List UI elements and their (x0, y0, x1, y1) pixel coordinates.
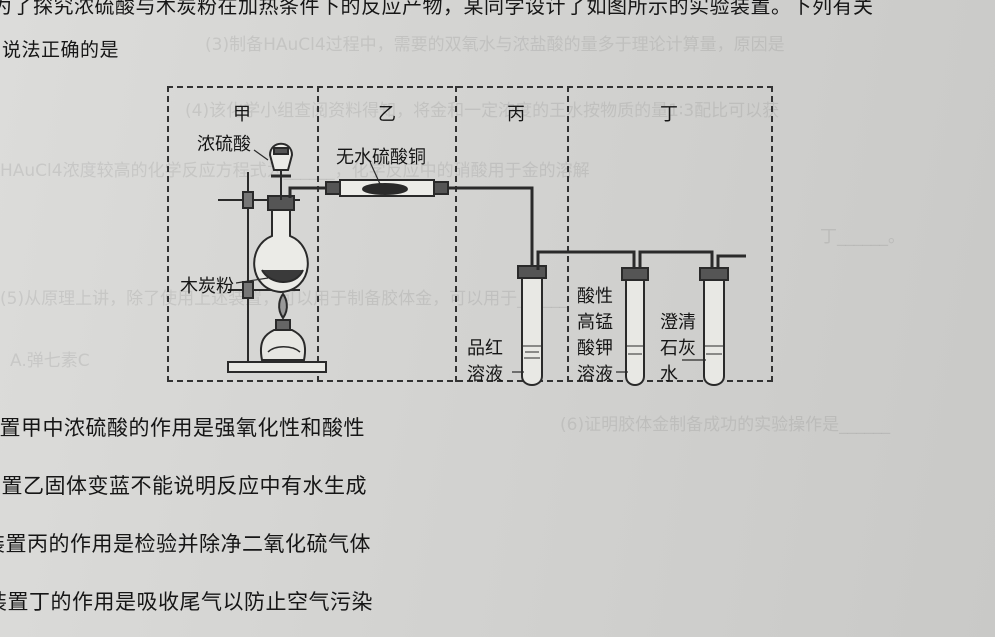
section-jia: 甲 (233, 104, 251, 125)
section-ding: 丁 (660, 104, 678, 125)
label-conc-sulfuric-acid: 浓硫酸 (197, 134, 251, 155)
iron-stand (218, 172, 327, 373)
drying-tube (325, 179, 449, 197)
label-kmno4-1: 酸性 (577, 286, 613, 307)
bleed-text-3: HAuCl4浓度较高的化学反应方程式为______，化学反应中的硝酸用于金的溶解 (0, 161, 590, 181)
label-kmno4-2: 高锰 (577, 312, 613, 333)
test-tube-limewater (699, 267, 729, 386)
question-stem-line-2: 说法正确的是 (2, 39, 120, 61)
bleed-text-2: (4)该化学小组查阅资料得知，将金和一定浓度的王水按物质的量1∶3配比可以获 (185, 101, 780, 121)
section-yi: 乙 (378, 104, 396, 125)
separatory-funnel (268, 142, 294, 200)
label-pinhong-1: 品红 (467, 338, 503, 359)
option-a: 装置甲中浓硫酸的作用是强氧化性和酸性 (0, 416, 365, 440)
label-charcoal-powder: 木炭粉 (180, 276, 234, 297)
label-limewater-1: 澄清 (660, 312, 696, 333)
label-kmno4-3: 酸钾 (577, 338, 613, 359)
round-bottom-flask (253, 195, 309, 294)
label-limewater-3: 水 (660, 364, 678, 385)
test-tube-pinhong (517, 265, 547, 386)
divider-2 (455, 86, 457, 382)
option-c: 装置丙的作用是检验并除净二氧化硫气体 (0, 532, 371, 556)
alcohol-lamp (260, 292, 306, 361)
label-kmno4-4: 溶液 (577, 364, 613, 385)
apparatus-frame (167, 86, 773, 382)
label-pinhong-2: 溶液 (467, 364, 503, 385)
option-d: 装置丁的作用是吸收尾气以防止空气污染 (0, 590, 373, 614)
divider-1 (317, 86, 319, 382)
divider-3 (567, 86, 569, 382)
bleed-text-1: (3)制备HAuCl4过程中，需要的双氧水与浓盐酸的量多于理论计算量，原因是 (205, 35, 785, 55)
bleed-text-7: (6)证明胶体金制备成功的实验操作是______ (560, 415, 891, 435)
test-tube-kmno4 (621, 267, 649, 386)
option-b: 装置乙固体变蓝不能说明反应中有水生成 (0, 474, 367, 498)
label-limewater-2: 石灰 (660, 338, 696, 359)
bleed-text-4: 丁______。 (820, 227, 905, 247)
bleed-text-6: A.弹七素C (10, 351, 90, 371)
section-bing: 丙 (507, 104, 525, 125)
label-anhydrous-cuso4: 无水硫酸铜 (336, 147, 426, 168)
question-stem-line-1: 为了探究浓硫酸与木炭粉在加热条件下的反应产物，某同学设计了如图所示的实验装置。下… (0, 0, 874, 18)
